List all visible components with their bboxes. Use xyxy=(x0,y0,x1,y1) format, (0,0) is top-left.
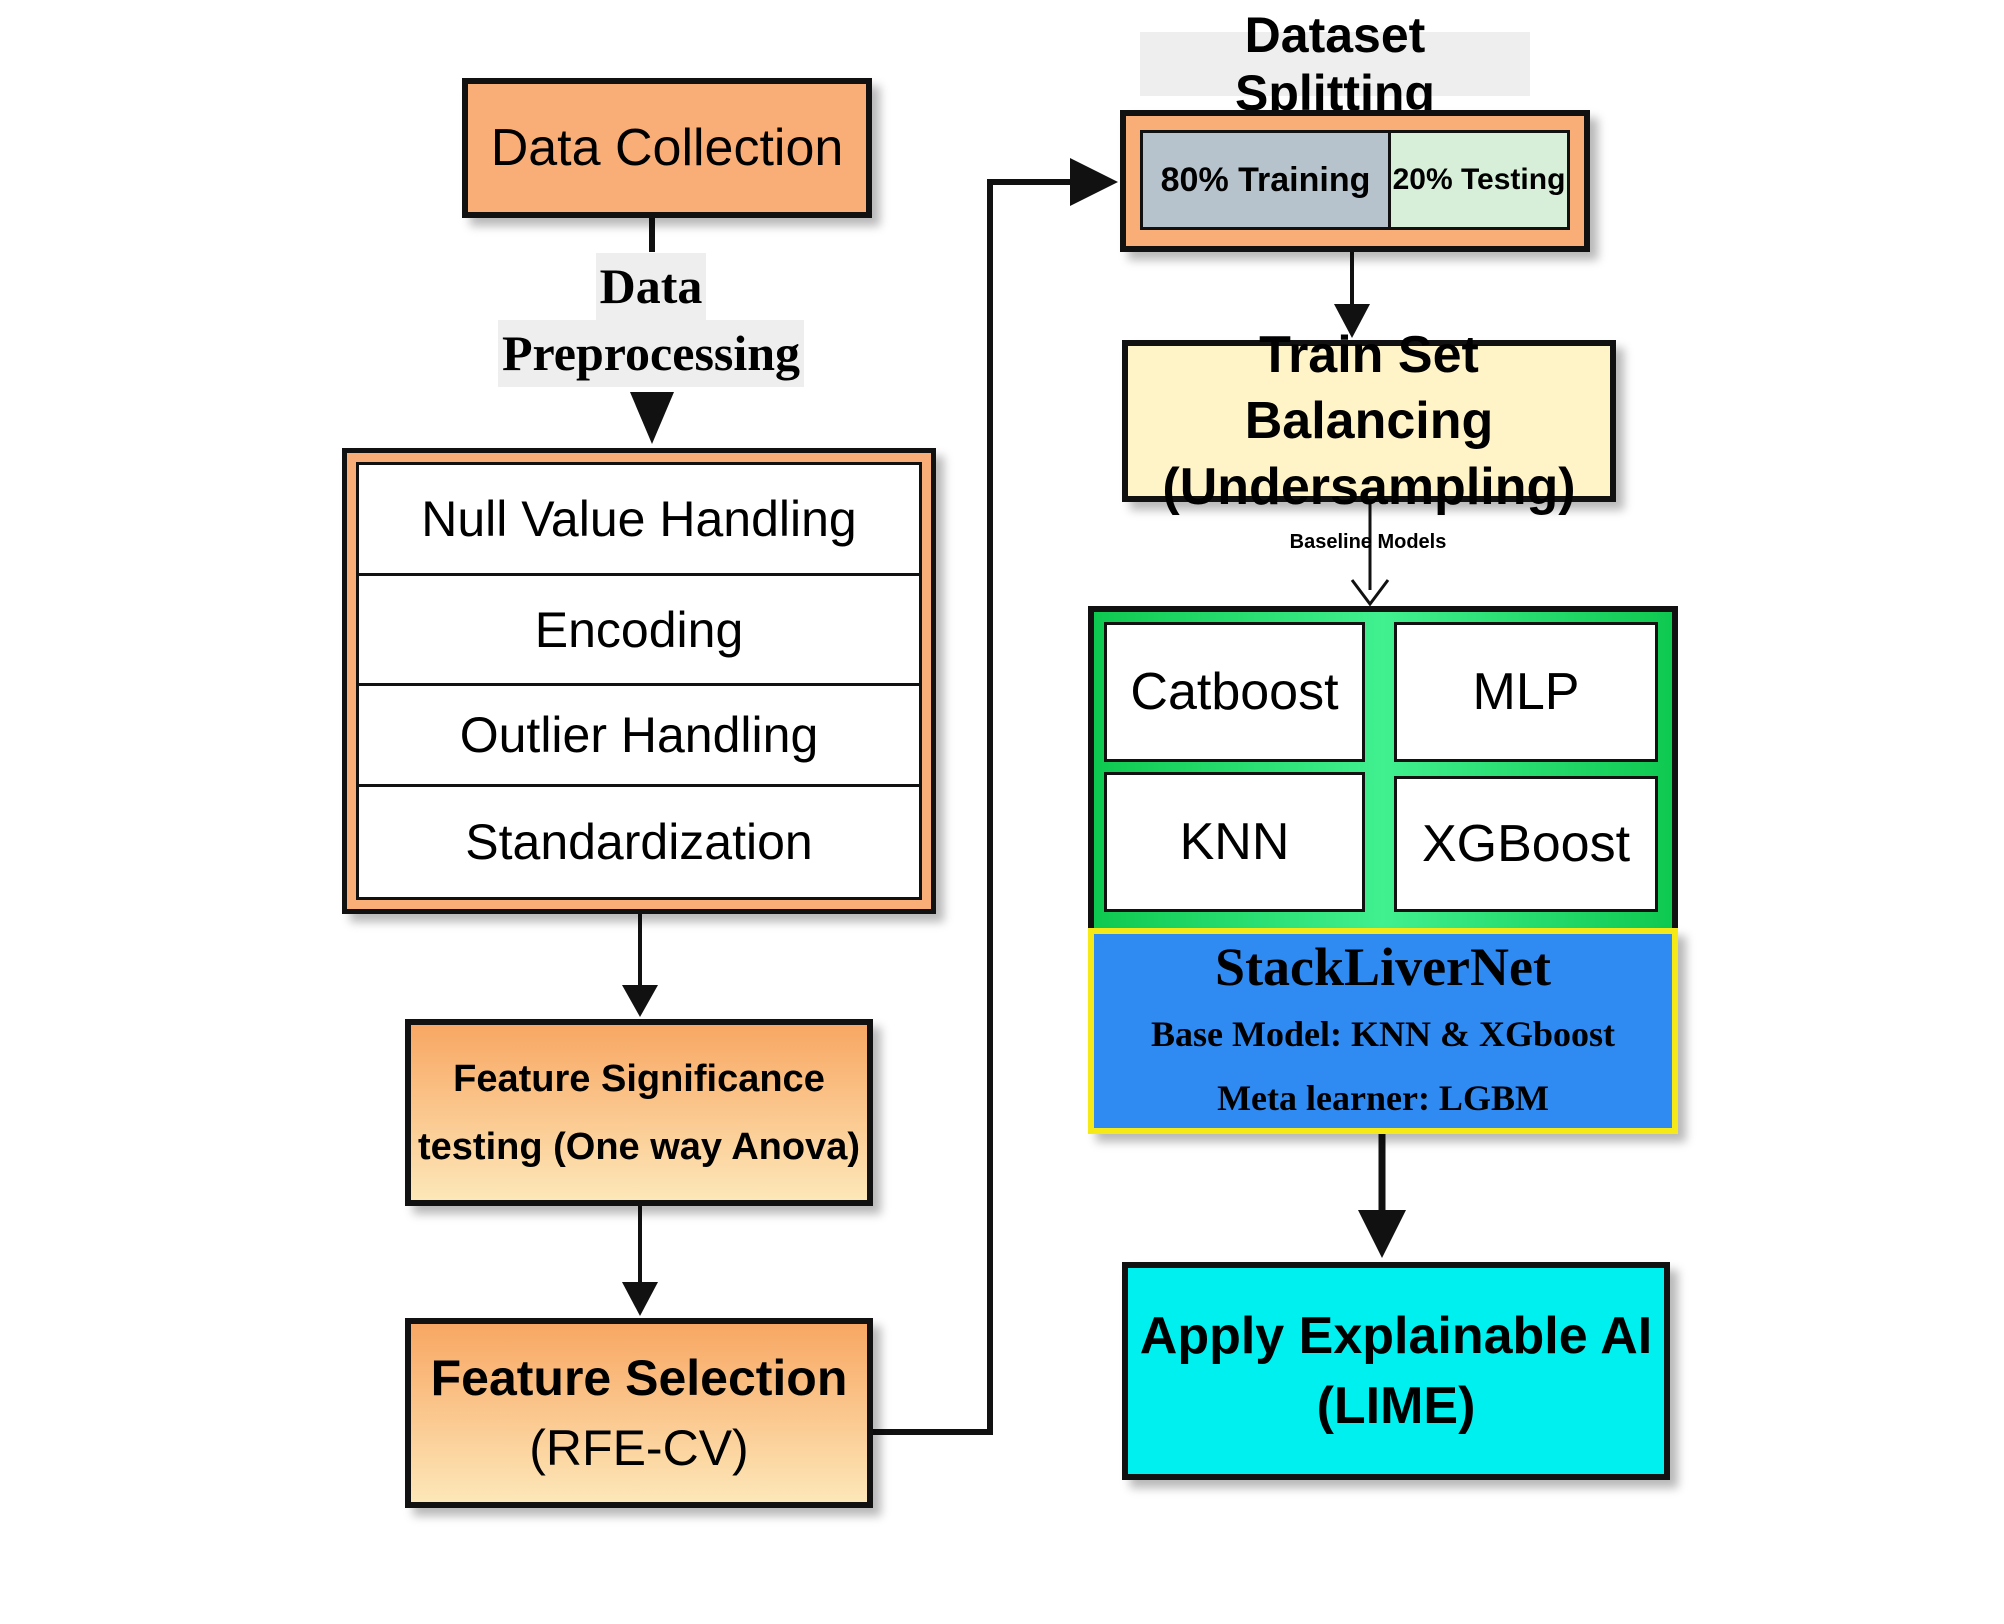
preprocessing-label-line1: Data xyxy=(595,252,707,320)
feature-selection-line2: (RFE-CV) xyxy=(529,1420,749,1476)
model-xgboost: XGBoost xyxy=(1394,776,1658,912)
train-set-balancing-line2: (Undersampling) xyxy=(1162,458,1576,516)
explainable-ai-box: Apply Explainable AI (LIME) xyxy=(1122,1262,1670,1480)
stackliver-net-meta-learner: Meta learner: LGBM xyxy=(1217,1078,1549,1118)
preprocessing-steps-list: Null Value Handling Encoding Outlier Han… xyxy=(356,462,922,900)
arrowhead-splitting xyxy=(1070,158,1118,206)
arrowhead-xai xyxy=(1358,1210,1406,1258)
arrowhead-balancing xyxy=(1334,304,1370,338)
step-outlier-handling: Outlier Handling xyxy=(359,686,919,787)
model-mlp: MLP xyxy=(1394,622,1658,762)
connector-selection-to-splitting xyxy=(873,179,1080,1435)
baseline-models-box: Catboost MLP KNN XGBoost xyxy=(1088,606,1678,936)
dataset-splitting-title: Dataset Splitting xyxy=(1140,7,1530,121)
stackliver-net-name: StackLiverNet xyxy=(1215,937,1551,997)
feature-selection-line1: Feature Selection xyxy=(430,1350,848,1406)
preprocessing-label: Data Preprocessing xyxy=(497,252,805,387)
explainable-ai-line2: (LIME) xyxy=(1316,1377,1476,1435)
arrowhead-models xyxy=(1350,579,1390,607)
arrowhead-significance xyxy=(622,985,658,1017)
feature-significance-line1: Feature Significance xyxy=(453,1057,825,1100)
train-set-balancing-box: Train Set Balancing (Undersampling) xyxy=(1122,326,1616,516)
model-knn: KNN xyxy=(1104,772,1365,912)
split-testing-cell: 20% Testing xyxy=(1391,130,1570,230)
feature-significance-box: Feature Significance testing (One way An… xyxy=(405,1019,873,1206)
preprocessing-steps-box: Null Value Handling Encoding Outlier Han… xyxy=(342,448,936,914)
train-set-balancing-line1: Train Set Balancing xyxy=(1244,326,1494,450)
baseline-models-label: Baseline Models xyxy=(1289,530,1447,553)
stackliver-net-box: StackLiverNet Base Model: KNN & XGboost … xyxy=(1088,928,1678,1134)
arrowhead-selection xyxy=(622,1282,658,1316)
stackliver-net-base-model: Base Model: KNN & XGboost xyxy=(1151,1014,1615,1054)
preprocessing-label-line2: Preprocessing xyxy=(497,319,805,387)
split-training-cell: 80% Training xyxy=(1140,130,1391,230)
feature-significance-line2: testing (One way Anova) xyxy=(418,1125,860,1168)
step-standardization: Standardization xyxy=(465,814,813,870)
data-collection-label: Data Collection xyxy=(490,119,844,177)
feature-selection-box: Feature Selection (RFE-CV) xyxy=(405,1318,873,1508)
arrowhead-preprocessing xyxy=(630,392,674,444)
step-encoding: Encoding xyxy=(359,576,919,686)
step-null-value-handling: Null Value Handling xyxy=(359,465,919,576)
model-catboost: Catboost xyxy=(1104,622,1365,762)
explainable-ai-line1: Apply Explainable AI xyxy=(1139,1307,1653,1365)
dataset-splitting-box: 80% Training 20% Testing xyxy=(1120,110,1590,252)
data-collection-box: Data Collection xyxy=(462,78,872,218)
